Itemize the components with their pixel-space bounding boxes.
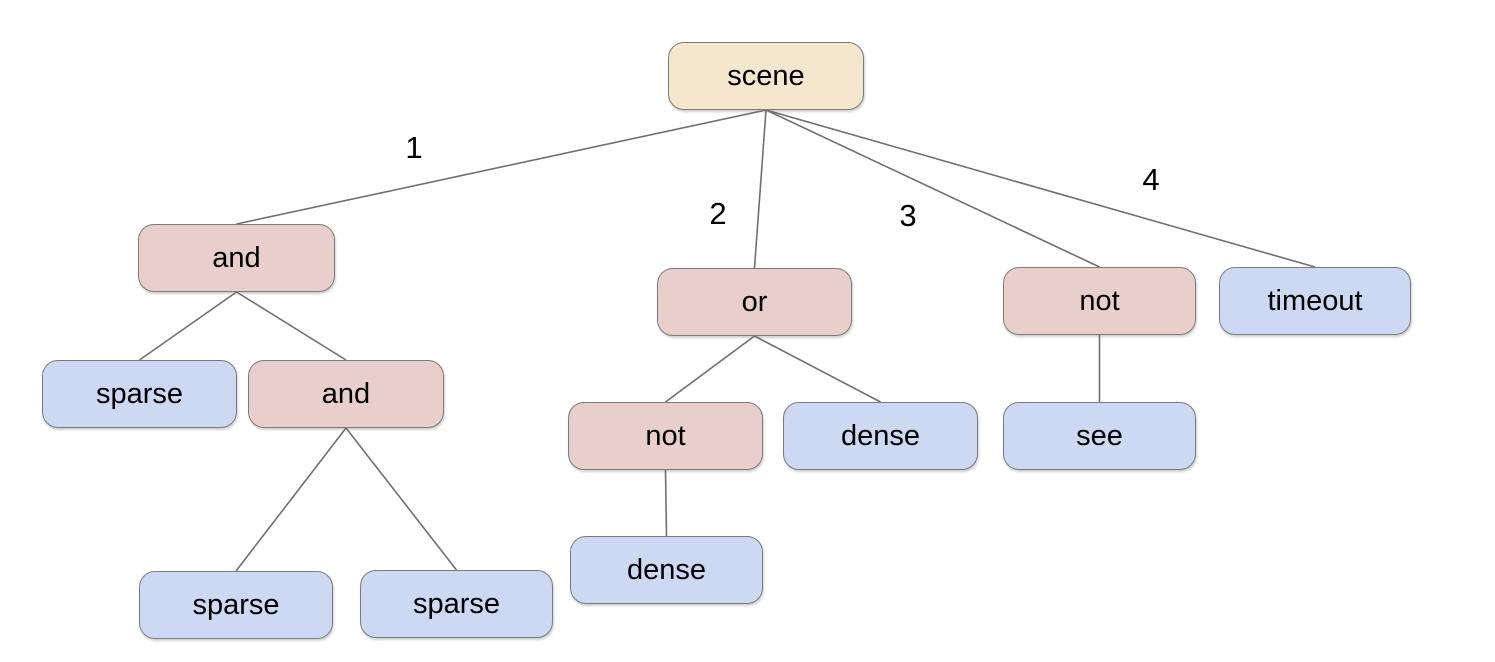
tree-edge-and1-sparse1 [139,291,237,361]
tree-node-label: and [321,377,371,410]
tree-edge-scene-not1 [765,109,1100,268]
tree-node-label: not [645,419,686,452]
tree-node-label: dense [626,553,706,586]
tree-edge-and2-sparse2 [235,427,347,572]
tree-node-and1: and [138,224,335,292]
tree-node-sparse2: sparse [139,571,333,639]
tree-edge-or1-not2 [665,335,755,403]
tree-node-label: not [1079,284,1120,317]
tree-node-label: dense [840,419,920,452]
tree-node-scene: scene [668,42,864,110]
tree-node-dense1: dense [783,402,978,470]
tree-edge-not2-dense2 [664,469,668,537]
tree-node-or1: or [657,268,852,336]
tree-edge-and1-and2 [236,291,347,361]
tree-node-see: see [1003,402,1196,470]
tree-node-dense2: dense [570,536,763,604]
tree-node-label: see [1076,419,1123,452]
tree-node-label: or [741,285,768,318]
tree-node-sparse3: sparse [360,570,553,638]
edge-label-3: 3 [899,198,917,233]
tree-edge-or1-dense1 [754,335,881,403]
tree-node-label: and [212,241,261,274]
tree-node-label: sparse [412,587,501,620]
edge-label-1: 1 [405,130,423,165]
tree-node-not1: not [1003,267,1196,335]
tree-node-label: sparse [192,588,280,621]
tree-node-label: timeout [1267,284,1363,317]
tree-node-not2: not [568,402,763,470]
tree-node-label: sparse [95,377,184,410]
tree-edge-scene-and1 [236,109,767,225]
edge-label-4: 4 [1142,162,1160,197]
tree-node-label: scene [727,59,805,92]
tree-edge-scene-or1 [753,109,767,269]
tree-edge-scene-timeout [765,109,1316,268]
tree-node-timeout: timeout [1219,267,1411,335]
edge-label-2: 2 [709,196,727,231]
tree-node-sparse1: sparse [42,360,237,428]
tree-edge-and2-sparse3 [345,427,458,571]
tree-node-and2: and [248,360,444,428]
